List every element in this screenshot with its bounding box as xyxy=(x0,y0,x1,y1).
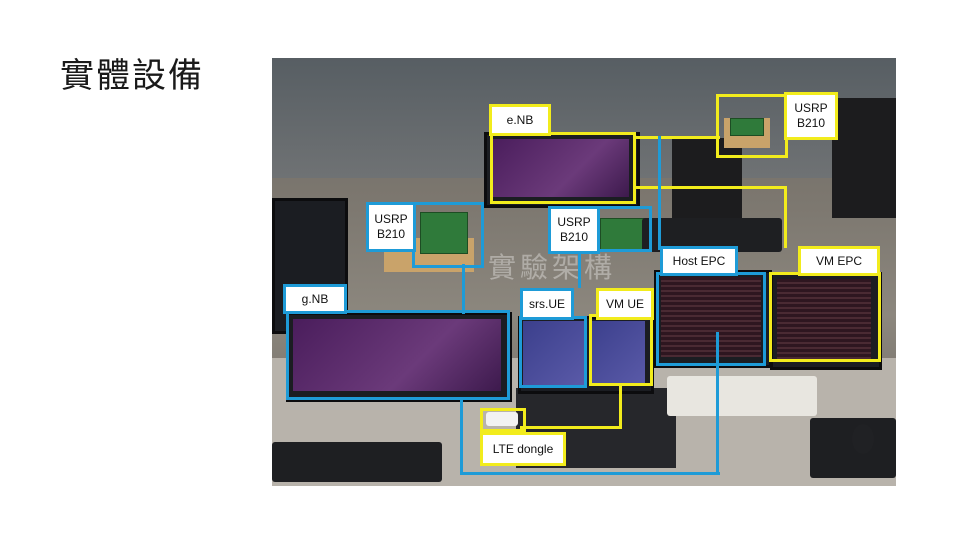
connector-enb-host-epc-v xyxy=(658,136,661,250)
enb-screen xyxy=(491,139,629,197)
connector-gnb-bottom-v xyxy=(460,398,463,474)
connector-usrp-left-gnb xyxy=(462,264,465,314)
usrp-top-right-board xyxy=(730,118,764,136)
pc-tower-right xyxy=(672,138,742,218)
desk-keyboard-left xyxy=(272,442,442,482)
desk-mouse xyxy=(852,424,874,454)
srsue-highlight xyxy=(519,316,587,388)
desk-keyboard-white xyxy=(667,376,817,416)
vm-epc-highlight xyxy=(769,272,881,362)
gnb-screen xyxy=(293,319,501,391)
connector-enb-usrp-top xyxy=(634,136,720,139)
connector-enb-vm-epc-v xyxy=(784,186,787,248)
photo-watermark: 實驗架構 xyxy=(488,251,617,284)
vm-ue-screen xyxy=(589,321,645,385)
enb-highlight xyxy=(490,132,636,204)
label-usrp-left: USRP B210 xyxy=(366,202,416,252)
label-gnb: g.NB xyxy=(283,284,347,314)
connector-vm-ue-dongle-h xyxy=(520,426,622,429)
usrp-top-right-highlight xyxy=(716,94,788,158)
vm-epc-screen xyxy=(777,279,871,359)
label-srsue: srs.UE xyxy=(520,288,574,320)
slide-title: 實體設備 xyxy=(60,56,204,96)
connector-bottom-h xyxy=(460,472,720,475)
label-enb: e.NB xyxy=(489,104,551,136)
label-lte-dongle: LTE dongle xyxy=(480,432,566,466)
label-vm-epc: VM EPC xyxy=(798,246,880,276)
host-epc-highlight xyxy=(656,272,766,366)
lte-dongle-device xyxy=(486,412,518,426)
label-host-epc: Host EPC xyxy=(660,246,738,276)
srsue-screen xyxy=(523,321,585,385)
label-usrp-center: USRP B210 xyxy=(548,206,600,254)
lte-dongle-highlight xyxy=(480,408,526,432)
vm-ue-highlight xyxy=(589,314,653,386)
vm-epc-monitor xyxy=(770,272,882,370)
label-vm-ue: VM UE xyxy=(596,288,654,320)
usrp-left-board xyxy=(420,212,468,254)
connector-vm-ue-dongle-v xyxy=(619,384,622,428)
pc-tower-far-right xyxy=(832,98,896,218)
gnb-highlight xyxy=(286,310,510,400)
desk-keyboard-right xyxy=(810,418,896,478)
usrp-center-highlight xyxy=(596,206,652,252)
host-epc-screen xyxy=(661,277,761,357)
connector-usrp-center-srsue xyxy=(578,248,581,288)
label-usrp-top-right: USRP B210 xyxy=(784,92,838,140)
connector-enb-vm-epc-h xyxy=(634,186,786,189)
usrp-left-highlight xyxy=(412,202,484,268)
gnb-monitor xyxy=(286,312,512,402)
connector-bottom-v-right xyxy=(716,332,719,474)
